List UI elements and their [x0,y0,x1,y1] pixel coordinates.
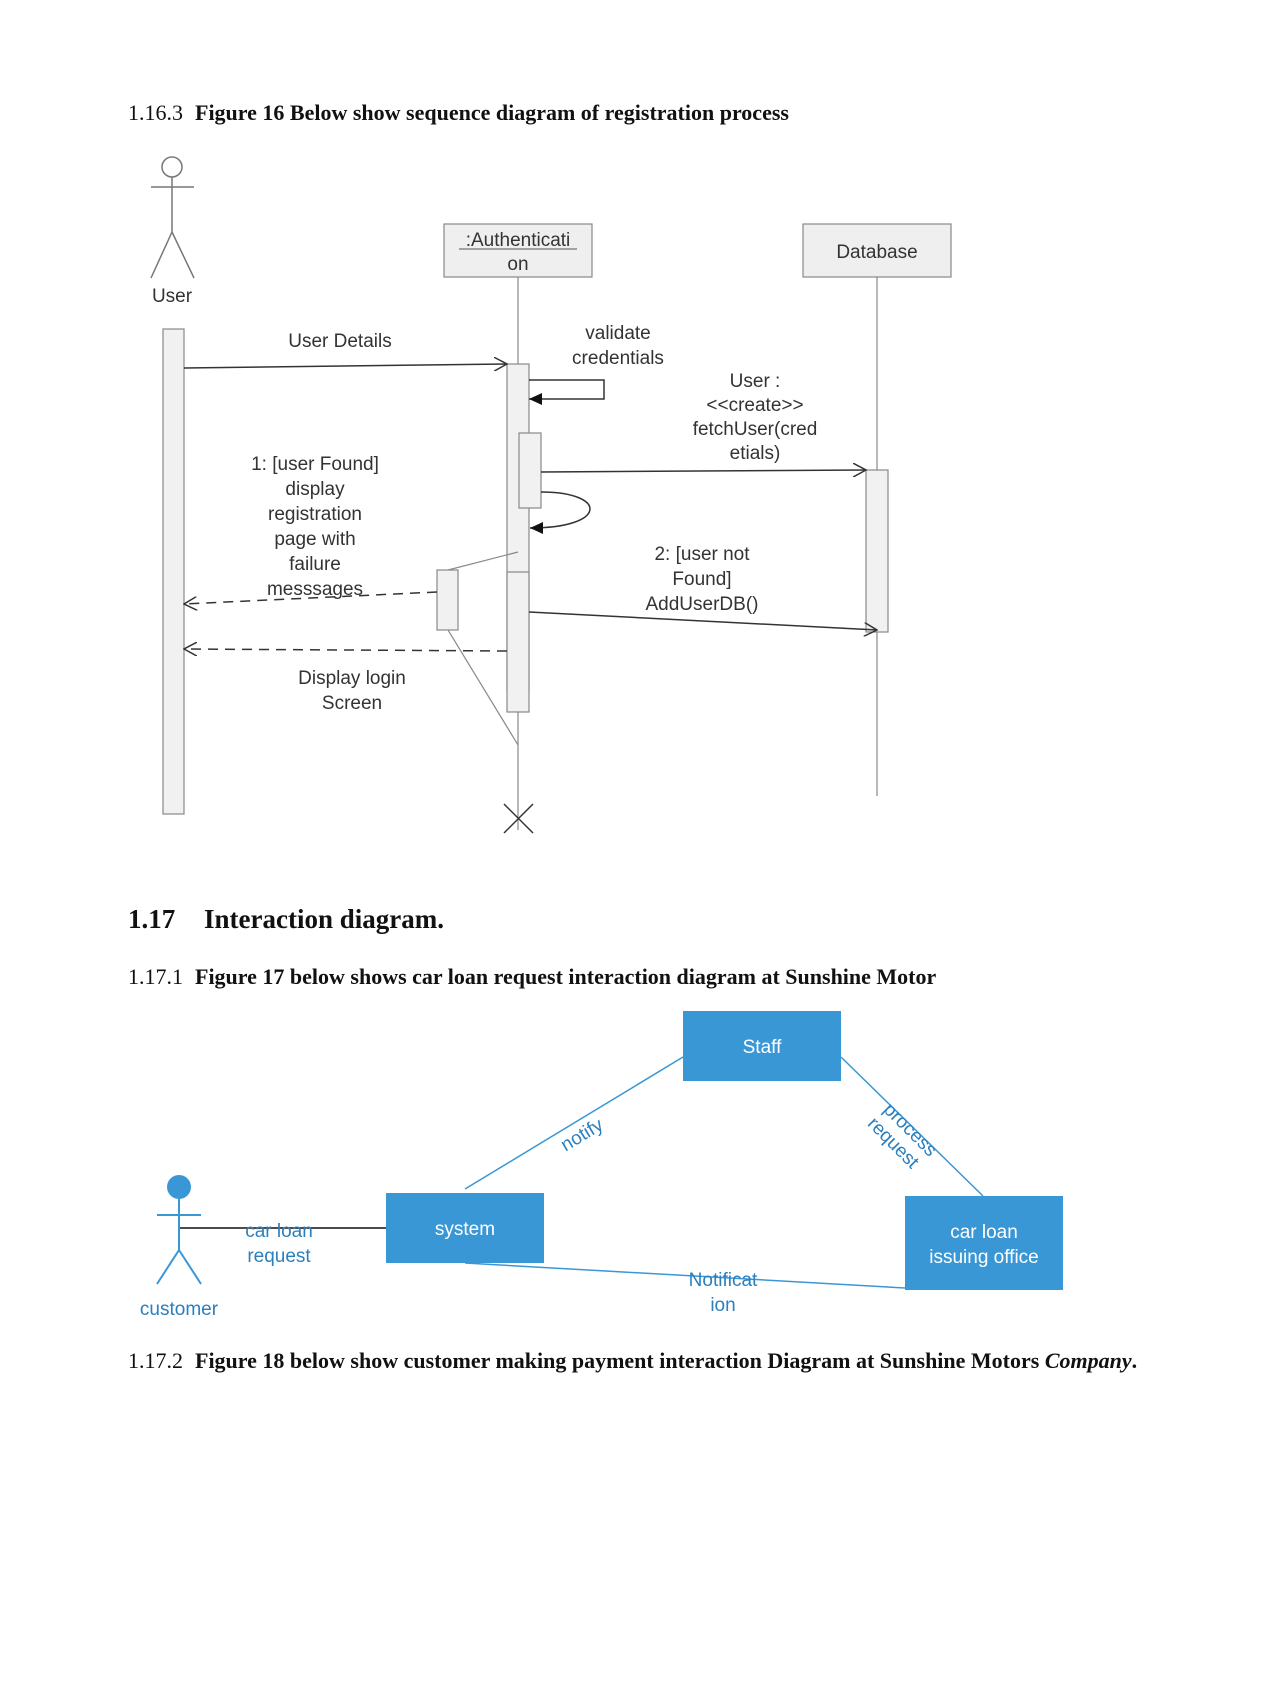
heading-title: Figure 16 Below show sequence diagram of… [195,100,789,125]
msg-display-login-label-2: Screen [322,693,382,714]
auth-activation-bar-2 [506,571,530,713]
actor-label: User [152,286,193,307]
msg-found-label-3: registration [268,504,362,525]
msg-display-login-label-1: Display login [298,668,406,689]
heading-end: . [1131,1348,1138,1373]
db-lifeline-header [802,223,952,278]
msg-not-found-arrow [528,611,877,630]
staff-box [683,1011,841,1081]
heading-title: Figure 18 below show customer making pay… [195,1348,1040,1373]
heading-number: 1.17.1 [128,964,183,989]
msg-display-login-arrow [184,649,508,651]
msg-fetch-arrow [540,470,866,472]
link-notify [464,1056,684,1190]
interaction-diagram: Staff system car loan issuing office cus… [140,1011,1063,1320]
figure-16-heading: 1.16.3 Figure 16 Below show sequence diag… [128,100,789,126]
msg-found-label-2: display [285,479,345,500]
msg-not-found-label-1: 2: [user not [654,544,750,565]
msg-user-details-arrow [183,364,507,368]
car-loan-label-2: request [247,1246,311,1267]
notify-label: notify [557,1114,607,1156]
msg-found-arrow [184,591,438,604]
heading-title: Figure 17 below shows car loan request i… [195,964,937,989]
response-activation-bar [436,569,459,631]
msg-fetch-label-4: etials) [730,443,781,464]
system-label: system [435,1219,495,1240]
db-activation-bar [865,469,889,633]
auth-lifeline-label-1: :Authenticati [466,230,571,251]
office-label-1: car loan [950,1222,1018,1243]
destroy-x-icon [503,803,534,834]
msg-user-details-label: User Details [288,331,391,352]
section-heading: 1.17 Interaction diagram. [128,904,444,935]
link-notification [464,1262,906,1289]
msg-found-label-6: messsages [267,579,363,600]
figure-17-heading: 1.17.1 Figure 17 below shows car loan req… [128,964,936,990]
db-lifeline-label: Database [836,242,917,263]
msg-fetch-label-2: <<create>> [706,395,803,416]
car-loan-label-1: car loan [245,1221,313,1242]
office-box [905,1196,1063,1290]
section-title: Interaction diagram. [204,904,444,934]
link-process-request [840,1056,984,1197]
msg-validate-label-2: credentials [572,348,664,369]
msg-not-found-label-2: Found] [672,569,731,590]
msg-found-label-1: 1: [user Found] [251,454,379,475]
notification-label-2: ion [710,1295,735,1316]
user-activation-bar [162,328,185,815]
customer-actor-icon [156,1175,202,1285]
customer-label: customer [140,1299,219,1320]
msg-found-label-4: page with [274,529,355,550]
msg-not-found-label-3: AddUserDB() [646,594,759,615]
user-actor [150,156,195,279]
heading-emphasis: Company [1044,1348,1132,1373]
msg-validate-arrow [529,379,605,405]
figure-18-heading: 1.17.2 Figure 18 below show customer maki… [128,1348,1188,1374]
auth-lifeline-label-2: on [507,254,528,275]
staff-label: Staff [743,1037,782,1058]
sequence-diagram: User :Authenticati on Database User Deta… [150,156,952,834]
msg-found-label-5: failure [289,554,341,575]
fragment-line-2 [447,629,519,746]
heading-number: 1.17.2 [128,1348,183,1373]
msg-validate-label-1: validate [585,323,651,344]
office-label-2: issuing office [929,1247,1039,1268]
self-loop-arrow [529,491,591,534]
notification-label-1: Notificat [689,1270,758,1291]
section-number: 1.17 [128,904,176,934]
system-box [386,1193,544,1263]
heading-number: 1.16.3 [128,100,183,125]
msg-fetch-label-3: fetchUser(cred [693,419,818,440]
auth-lifeline-header [443,223,593,278]
msg-fetch-label-1: User : [730,371,781,392]
auth-nested-activation [518,432,542,509]
fragment-line-1 [447,551,519,571]
